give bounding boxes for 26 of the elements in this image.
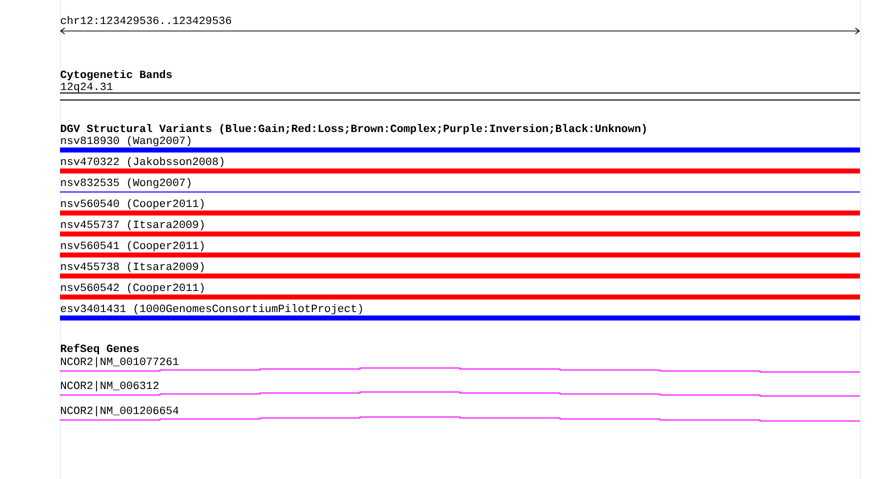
coordinate-label: chr12:123429536..123429536 xyxy=(60,16,232,24)
node-label: nsv832535 (Wong2007) xyxy=(61,178,190,188)
node-label: nsv560542 (Cooper2011) xyxy=(61,283,204,294)
band-label: 12q24.31 xyxy=(61,82,112,92)
variant-track: nsv470322 (Jakobsson2008) xyxy=(60,157,860,174)
gene-track: NCOR2|NM_006312 xyxy=(60,381,861,396)
node-label: nsv470322 (Jakobsson2008) xyxy=(61,157,224,168)
node-label: esv3401431 (1000GenomesConsortiumPilotProject) xyxy=(60,304,362,314)
variant-track: nsv560542 (Cooper2011) xyxy=(60,283,860,300)
variant-track: nsv560541 (Cooper2011) xyxy=(60,241,860,258)
node-label: nsv560540 (Cooper2011) xyxy=(61,199,204,210)
variant-track: nsv818930 (Wang2007) xyxy=(60,136,860,152)
node-label: nsv455738 (Itsara2009) xyxy=(61,262,204,272)
variant-track: nsv455738 (Itsara2009) xyxy=(60,262,860,278)
variant-track: esv3401431 (1000GenomesConsortiumPilotProject) xyxy=(60,304,860,320)
variant-track: nsv832535 (Wong2007) xyxy=(60,178,860,192)
variant-track: nsv455737 (Itsara2009) xyxy=(60,220,860,236)
variant-track: nsv560540 (Cooper2011) xyxy=(60,199,860,216)
gene-track: NCOR2|NM_001077261 xyxy=(60,357,861,372)
node-label: nsv818930 (Wang2007) xyxy=(61,136,190,146)
track-title: DGV Structural Variants (Blue:Gain;Red:Loss;Brown:Complex;Purple:Inversion;Black:Unknown) xyxy=(60,124,646,134)
gene-track: NCOR2|NM_001206654 xyxy=(60,406,861,422)
node-label: nsv560541 (Cooper2011) xyxy=(61,241,204,252)
track-title: RefSeq Genes xyxy=(60,344,139,354)
track-title: Cytogenetic Bands xyxy=(60,70,172,80)
node-label: nsv455737 (Itsara2009) xyxy=(61,220,204,230)
